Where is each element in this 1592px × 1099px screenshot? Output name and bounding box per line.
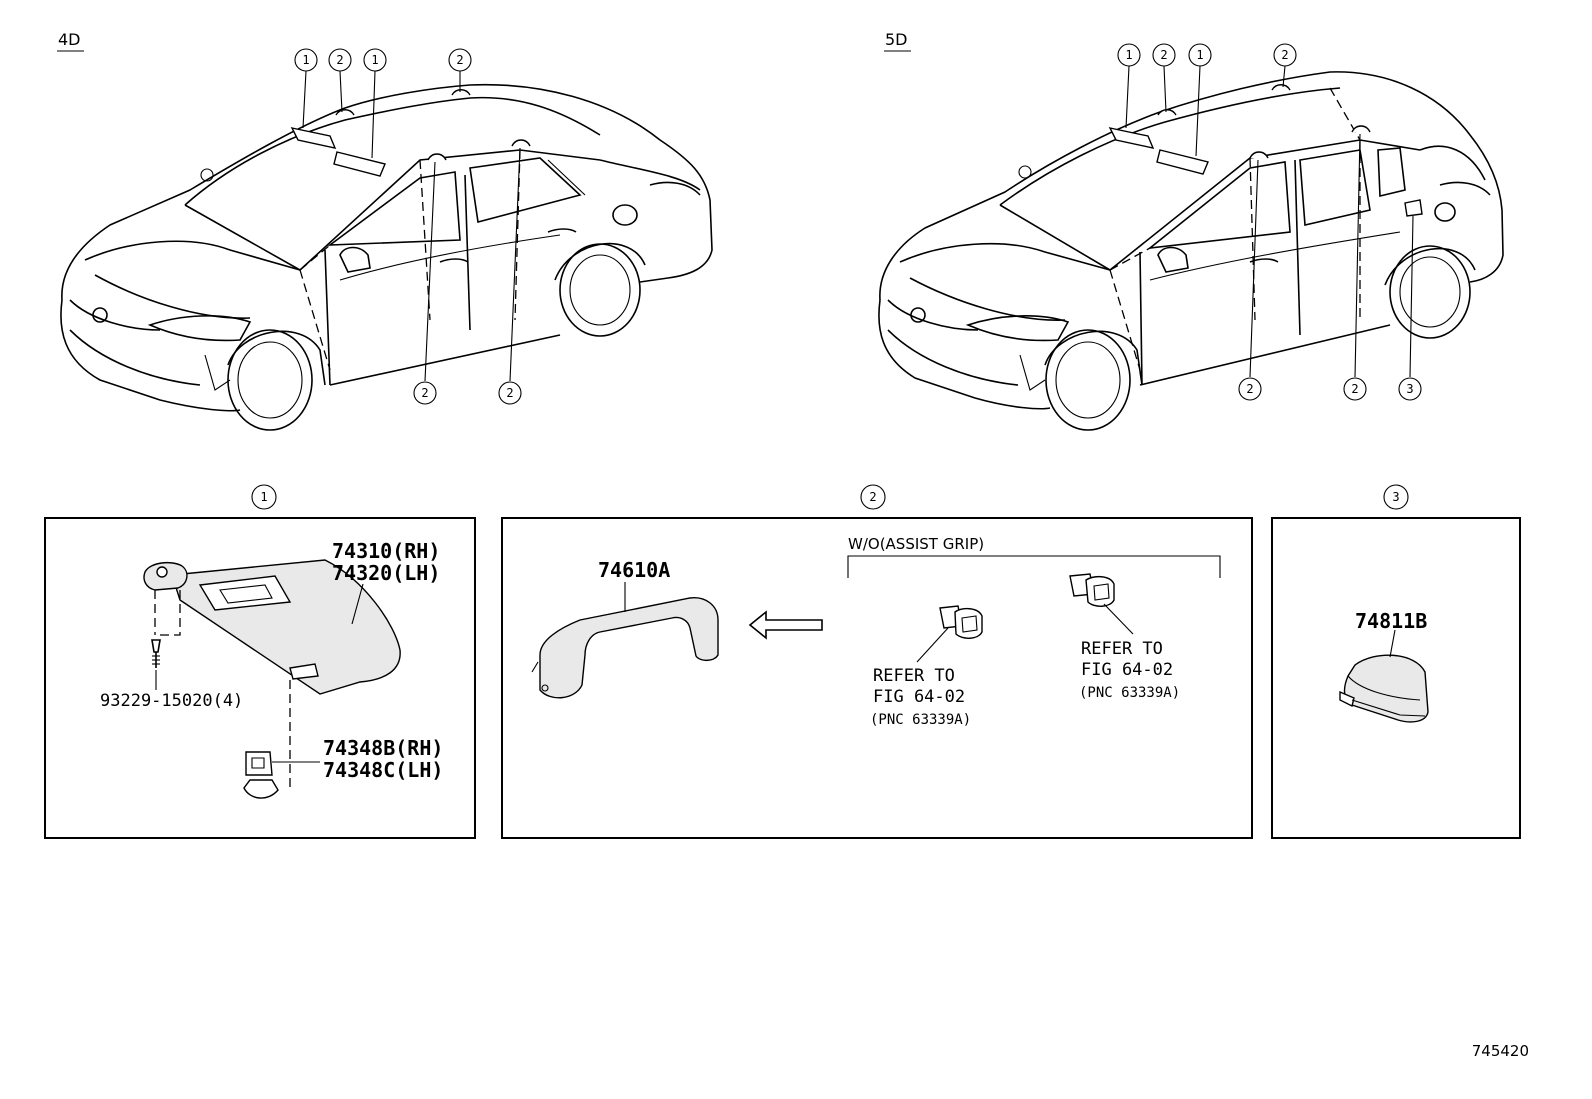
- cap-drawing-b: [1069, 573, 1134, 635]
- assist-grip-part-number: 74610A: [598, 558, 670, 582]
- sun-visor-drawing: [143, 559, 401, 799]
- hatch-callout-3: 3: [1398, 377, 1422, 401]
- svg-text:1: 1: [260, 490, 267, 504]
- sedan-callout-2d: 2: [498, 381, 522, 405]
- cover-part-number: 74811B: [1355, 609, 1427, 633]
- svg-text:1: 1: [1196, 48, 1203, 62]
- variant-label: W/O(ASSIST GRIP): [848, 535, 984, 553]
- refer-b-pnc: (PNC 63339A): [1079, 685, 1180, 701]
- assist-grip-drawing: [531, 582, 719, 699]
- sedan-callout-2a: 2: [328, 48, 352, 72]
- hatch-view-label: 5D: [885, 30, 908, 49]
- refer-b-line-1: REFER TO: [1081, 639, 1163, 659]
- svg-text:2: 2: [1246, 382, 1253, 396]
- svg-text:1: 1: [302, 53, 309, 67]
- svg-text:2: 2: [336, 53, 343, 67]
- sedan-callout-1b: 1: [363, 48, 387, 72]
- holder-rh-part-number: 74348B(RH): [323, 736, 443, 760]
- panel-3-cover: [1271, 517, 1521, 839]
- svg-text:2: 2: [456, 53, 463, 67]
- sedan-callout-2b: 2: [448, 48, 472, 72]
- svg-text:1: 1: [1125, 48, 1132, 62]
- svg-text:2: 2: [1281, 48, 1288, 62]
- panel-2-assist-grip: [501, 517, 1253, 839]
- refer-a-line-1: REFER TO: [873, 666, 955, 686]
- hatch-callout-2a: 2: [1152, 43, 1176, 67]
- refer-a-pnc: (PNC 63339A): [870, 712, 971, 728]
- svg-text:2: 2: [421, 386, 428, 400]
- panel-2-callout: 2: [860, 484, 886, 510]
- svg-text:3: 3: [1392, 490, 1399, 504]
- svg-text:1: 1: [371, 53, 378, 67]
- hatch-callout-1b: 1: [1188, 43, 1212, 67]
- sedan-car-illustration: [60, 70, 713, 431]
- svg-text:3: 3: [1406, 382, 1413, 396]
- refer-a-line-2: FIG 64-02: [873, 687, 965, 707]
- screw-part-number: 93229-15020(4): [100, 691, 243, 711]
- svg-text:2: 2: [1351, 382, 1358, 396]
- visor-lh-part-number: 74320(LH): [332, 561, 440, 585]
- figure-number: 745420: [1472, 1042, 1529, 1060]
- hatchback-car-illustration: [878, 65, 1504, 431]
- panel-1-sun-visor: [44, 517, 476, 839]
- sedan-callout-2c: 2: [413, 381, 437, 405]
- refer-b-line-2: FIG 64-02: [1081, 660, 1173, 680]
- hatch-callout-2d: 2: [1343, 377, 1367, 401]
- hatch-callout-1a: 1: [1117, 43, 1141, 67]
- sedan-callout-1a: 1: [294, 48, 318, 72]
- panel-3-callout: 3: [1383, 484, 1409, 510]
- arrow-left-icon: [748, 610, 823, 640]
- svg-text:2: 2: [506, 386, 513, 400]
- variant-bracket: [847, 555, 1221, 578]
- hatch-callout-2b: 2: [1273, 43, 1297, 67]
- hatch-callout-2c: 2: [1238, 377, 1262, 401]
- svg-text:2: 2: [869, 490, 876, 504]
- panel-1-callout: 1: [251, 484, 277, 510]
- cap-drawing-a: [916, 605, 983, 663]
- holder-lh-part-number: 74348C(LH): [323, 758, 443, 782]
- cover-drawing: [1339, 629, 1429, 723]
- sedan-view-label: 4D: [58, 30, 81, 49]
- svg-text:2: 2: [1160, 48, 1167, 62]
- visor-rh-part-number: 74310(RH): [332, 539, 440, 563]
